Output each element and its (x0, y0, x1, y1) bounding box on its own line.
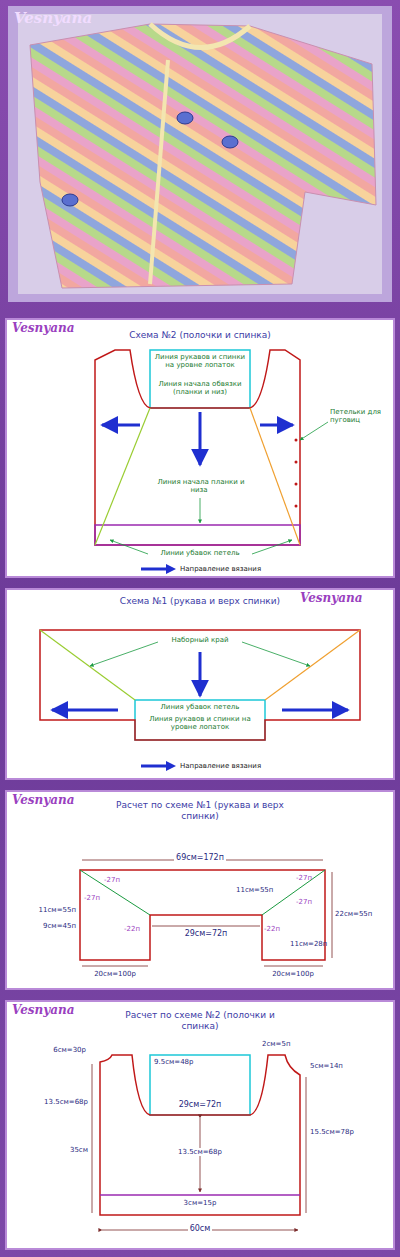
fronts-calc-outline (100, 1055, 300, 1215)
knit-direction-arrow (260, 424, 293, 427)
panel-title: Расчет по схеме №2 (полочки и спинка) (115, 1010, 285, 1032)
dimension-label: 11см=55п (236, 886, 292, 894)
leader-lines (90, 642, 310, 666)
panel-ground (5, 1000, 395, 1250)
dimension-label: 60см (180, 1224, 220, 1233)
knit-direction-arrow (199, 412, 202, 465)
dimension-label: 2см=5п (262, 1040, 306, 1048)
knit-direction-arrow (199, 652, 202, 696)
neck-box (150, 1055, 250, 1115)
neckline (150, 24, 250, 48)
callout-text: Линия начала планки и низа (150, 478, 250, 494)
dimension-label: 9.5см=48р (154, 1058, 224, 1066)
arrow-sample (140, 564, 176, 574)
scheme-panel: Расчет по схеме №2 (полочки и спинка) (5, 1000, 395, 1250)
dimension-label: 5см=14п (310, 1062, 364, 1070)
callout-text: Линии убавок петель (150, 549, 250, 557)
scheme-panel: Схема №1 (рукава и верх спинки) (5, 588, 395, 780)
button (222, 136, 238, 148)
button-band (150, 60, 168, 284)
legend-entry: Направление вязания (140, 564, 261, 574)
decrease-count: -27п (296, 874, 322, 882)
sleeves-calc-outline (80, 870, 325, 960)
panel-ground (5, 588, 395, 780)
decrease-line (95, 408, 150, 545)
cardigan (30, 24, 376, 288)
band-start-line (100, 1194, 300, 1196)
shoulder-line-box (150, 350, 250, 408)
button (62, 194, 78, 206)
fronts-back-outline (95, 350, 300, 545)
panel-ground (5, 318, 395, 578)
callout-text: Линия рукавов и спинки на уровне лопаток (137, 715, 263, 731)
dimension-label: 11см=55п (22, 906, 76, 914)
dimension-label: 22см=55п (335, 910, 389, 918)
dimension-label: 20см=100р (261, 970, 325, 978)
photo-mat (8, 6, 392, 302)
legend-entry: Направление вязания (140, 761, 261, 771)
knit-direction-arrow (102, 424, 140, 427)
dimension-label: 20см=100р (83, 970, 147, 978)
button (177, 112, 193, 124)
callout-text: Линия начала обвязки (планки и низ) (152, 380, 248, 396)
knit-direction-arrow (52, 709, 118, 712)
decrease-count: -22п (124, 925, 150, 933)
decrease-line (250, 408, 300, 545)
scheme-panel: Расчет по схеме №1 (рукава и верх спинки… (5, 790, 395, 990)
decrease-line (80, 870, 150, 915)
decrease-line (265, 630, 360, 700)
dimension-lines (82, 860, 332, 966)
dimension-label: 3см=15р (170, 1199, 230, 1207)
panel-title: Схема №1 (рукава и верх спинки) (115, 596, 285, 607)
legend-text: Направление вязания (180, 762, 261, 770)
decrease-count: -27п (296, 898, 322, 906)
dimension-label: 13.5см=68р (18, 1098, 88, 1106)
dimension-lines (92, 1064, 306, 1230)
buttonholes (295, 439, 298, 508)
dimension-label: 69см=172п (165, 853, 235, 862)
dimension-label: 29см=72п (176, 929, 236, 938)
dimension-label: 13.5см=68р (168, 1148, 232, 1156)
decrease-count: -27п (104, 876, 130, 884)
leader-lines (110, 422, 328, 554)
photo (18, 14, 382, 294)
arrow-sample (140, 761, 176, 771)
watermark: Vesnyana (300, 592, 390, 606)
dimension-label: 15.5см=78р (310, 1128, 376, 1136)
shoulder-line-box (135, 700, 265, 740)
callout-text: Петельки для пуговиц (330, 408, 390, 424)
dimension-label: 11см=28п (290, 940, 340, 948)
knit-direction-arrow (282, 709, 348, 712)
dimension-label: 35см (54, 1146, 88, 1154)
watermark: Vesnyana (12, 322, 102, 336)
panel-title: Расчет по схеме №1 (рукава и верх спинки… (115, 800, 285, 822)
callout-text: Наборный край (158, 636, 242, 644)
legend-text: Направление вязания (180, 565, 261, 573)
band-start-line (95, 525, 300, 545)
decrease-count: -22п (264, 925, 290, 933)
watermark: Vesnyana (12, 1004, 102, 1018)
callout-text: Линия убавок петель (137, 703, 263, 711)
watermark: Vesnyana (14, 10, 134, 27)
watermark: Vesnyana (12, 794, 102, 808)
dimension-label: 6см=30р (30, 1046, 86, 1054)
panel-ground (5, 790, 395, 990)
decrease-line (40, 630, 135, 700)
dimension-label: 9см=45п (22, 922, 76, 930)
decrease-count: -27п (84, 894, 110, 902)
callout-text: Линия рукавов и спинки на уровне лопаток (152, 353, 248, 369)
sleeves-outline (40, 630, 360, 740)
dimension-label: 29см=72п (168, 1100, 232, 1109)
